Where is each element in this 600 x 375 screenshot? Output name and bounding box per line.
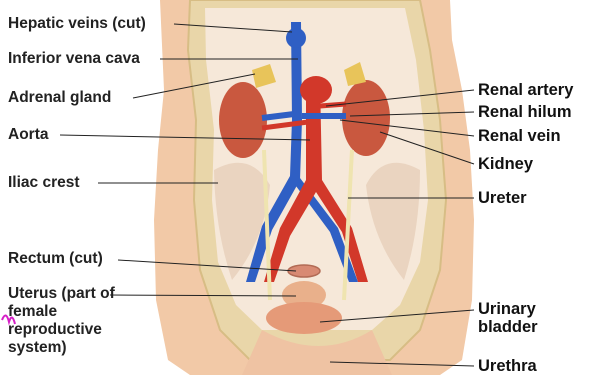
label-ureter: Ureter: [478, 189, 527, 207]
label-renal-vein: Renal vein: [478, 127, 561, 145]
label-aorta: Aorta: [8, 126, 48, 144]
aorta-branch-cluster: [300, 76, 332, 104]
label-urethra: Urethra: [478, 357, 537, 375]
label-inferior-vena-cava: Inferior vena cava: [8, 50, 140, 68]
label-iliac-crest: Iliac crest: [8, 174, 80, 192]
label-uterus: Uterus (part of female reproductive syst…: [8, 285, 128, 357]
label-urinary-bladder: Urinary bladder: [478, 300, 568, 336]
label-renal-hilum: Renal hilum: [478, 103, 572, 121]
bladder-organ: [266, 302, 342, 334]
label-rectum: Rectum (cut): [8, 250, 103, 268]
label-adrenal-gland: Adrenal gland: [8, 89, 111, 107]
left-renal-vein: [262, 114, 294, 118]
hepatic-veins-cut: [286, 28, 306, 48]
right-kidney: [342, 80, 390, 156]
left-kidney: [219, 82, 267, 158]
label-hepatic-veins: Hepatic veins (cut): [8, 15, 146, 33]
label-kidney: Kidney: [478, 155, 533, 173]
label-renal-artery: Renal artery: [478, 81, 573, 99]
